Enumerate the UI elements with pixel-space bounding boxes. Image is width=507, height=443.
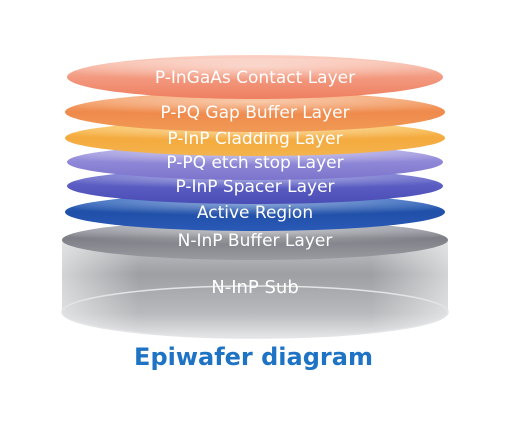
layer-p-pq-gap-buffer: P-PQ Gap Buffer Layer	[65, 92, 445, 132]
substrate-highlight	[62, 240, 448, 338]
layer-label: N-InP Buffer Layer	[178, 231, 333, 251]
layer-label: Active Region	[197, 203, 313, 223]
diagram-caption: Epiwafer diagram	[134, 343, 373, 371]
layer-label: P-PQ etch stop Layer	[166, 153, 343, 173]
substrate-bottom-edge	[61, 285, 449, 339]
layer-label: P-InP Spacer Layer	[175, 177, 334, 197]
layer-label: P-InP Cladding Layer	[167, 129, 342, 149]
layer-shine	[73, 94, 437, 116]
layer-p-ingaas-contact: P-InGaAs Contact Layer	[67, 55, 443, 99]
layer-label: P-PQ Gap Buffer Layer	[160, 103, 349, 123]
substrate: N-InP Sub	[61, 240, 449, 339]
layer-shine	[75, 58, 435, 82]
substrate-label: N-InP Sub	[211, 277, 299, 298]
layer-label: P-InGaAs Contact Layer	[155, 68, 355, 88]
